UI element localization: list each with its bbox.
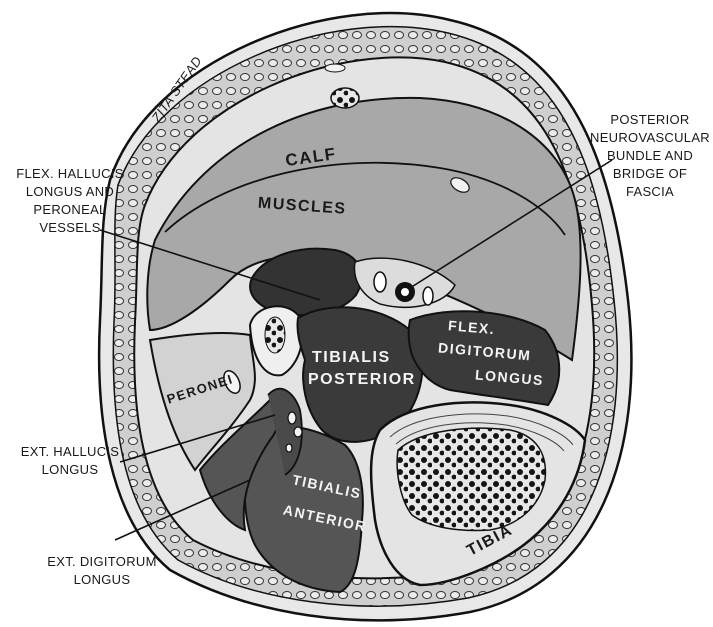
label-ext-hallucis: EXT. HALLUCIS LONGUS — [21, 444, 120, 477]
label-posterior-nv-5: FASCIA — [626, 184, 674, 199]
label-ext-hallucis-1: EXT. HALLUCIS — [21, 444, 120, 459]
label-posterior-nv-3: BUNDLE AND — [607, 148, 693, 163]
label-ext-hallucis-2: LONGUS — [42, 462, 99, 477]
label-flex-hallucis-3: PERONEAL — [33, 202, 106, 217]
label-tibialis-posterior-1: TIBIALIS — [312, 349, 391, 366]
label-ext-digitorum-1: EXT. DIGITORUM — [47, 554, 156, 569]
label-flex-hallucis-2: LONGUS AND — [26, 184, 114, 199]
label-ext-digitorum: EXT. DIGITORUM LONGUS — [47, 554, 156, 587]
label-posterior-nv-4: BRIDGE OF — [613, 166, 687, 181]
label-flex-hallucis-1: FLEX. HALLUCIS — [16, 166, 124, 181]
label-tibialis-posterior-2: POSTERIOR — [308, 371, 416, 388]
label-posterior-nv-1: POSTERIOR — [610, 112, 689, 127]
label-posterior-neurovascular: POSTERIOR NEUROVASCULAR BUNDLE AND BRIDG… — [590, 112, 710, 199]
label-flex-hallucis-4: VESSELS — [39, 220, 100, 235]
label-ext-digitorum-2: LONGUS — [74, 572, 131, 587]
label-posterior-nv-2: NEUROVASCULAR — [590, 130, 710, 145]
